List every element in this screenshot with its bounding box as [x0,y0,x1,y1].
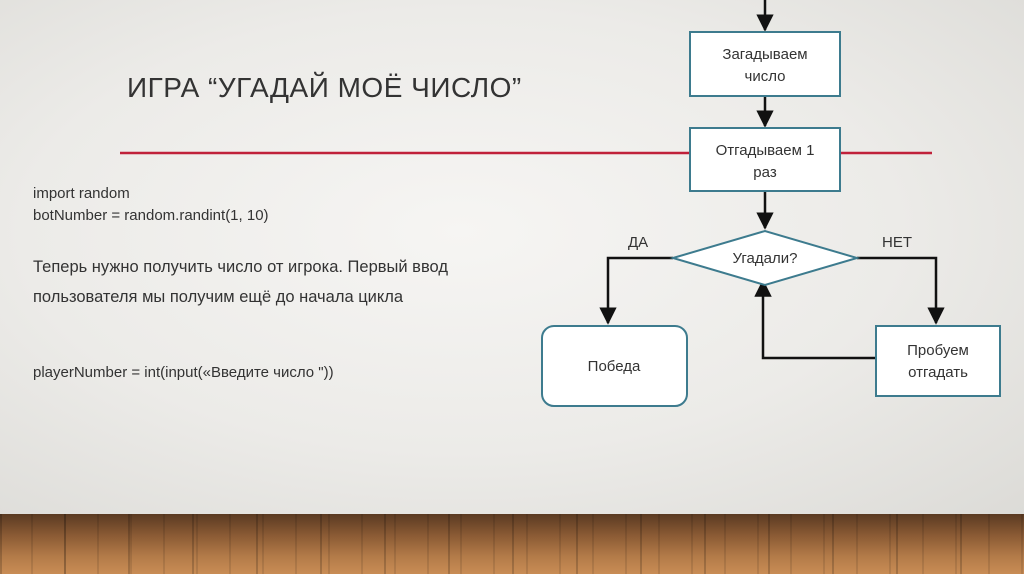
node-first-attempt-line1: Отгадываем 1 [716,142,815,159]
node-guess-number-line1: Загадываем [722,46,807,63]
wooden-floor [0,514,1024,574]
node-guess-number [690,32,840,96]
node-retry-line1: Пробуем [907,342,969,359]
arrow-retry-to-decision [763,281,876,358]
node-first-attempt [690,128,840,191]
flowchart: Загадываем число Отгадываем 1 раз Угадал… [0,0,1024,514]
slide: ИГРА “УГАДАЙ МОЁ ЧИСЛО” import random bo… [0,0,1024,514]
node-guess-number-line2: число [745,68,786,85]
yes-label: ДА [628,234,648,251]
decision-label: Угадали? [733,250,798,267]
node-win-label: Победа [588,358,641,375]
node-retry [876,326,1000,396]
node-first-attempt-line2: раз [753,164,777,181]
no-label: НЕТ [882,234,912,251]
arrow-decision-to-win [608,258,673,323]
node-retry-line2: отгадать [908,364,968,381]
arrow-decision-to-retry [857,258,936,323]
